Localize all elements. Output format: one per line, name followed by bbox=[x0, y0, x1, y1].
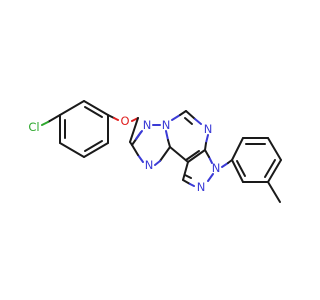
bond bbox=[182, 161, 189, 181]
bond bbox=[205, 134, 209, 144]
bond bbox=[41, 121, 49, 126]
bond bbox=[169, 146, 189, 163]
bond bbox=[167, 139, 171, 148]
bond bbox=[187, 149, 206, 163]
chlorophenyl-ring bbox=[59, 100, 109, 158]
atom-label-cl: Cl bbox=[28, 120, 39, 134]
molecule-structure: Cl O N N N N N N bbox=[28, 100, 282, 203]
bond bbox=[83, 100, 109, 116]
bond bbox=[267, 159, 282, 183]
bond bbox=[221, 162, 229, 168]
bond bbox=[231, 137, 244, 161]
double-bond bbox=[184, 117, 193, 125]
bond bbox=[207, 173, 214, 182]
double-bond bbox=[185, 150, 200, 161]
tolyl-ring bbox=[231, 137, 282, 183]
bond bbox=[267, 137, 282, 161]
bond bbox=[83, 142, 109, 158]
bond bbox=[231, 159, 244, 183]
double-bond bbox=[135, 131, 142, 140]
pyrazole-ring bbox=[182, 149, 214, 187]
bond bbox=[154, 160, 161, 166]
bond bbox=[204, 149, 210, 158]
pyrimidine-ring bbox=[169, 110, 209, 163]
double-bond bbox=[236, 160, 246, 177]
atom-label-n: N bbox=[143, 118, 152, 132]
bond bbox=[182, 179, 191, 185]
double-bond bbox=[84, 140, 103, 152]
bond bbox=[107, 114, 115, 119]
bond bbox=[129, 117, 139, 143]
triazole-ring bbox=[131, 124, 171, 166]
bond bbox=[208, 156, 213, 164]
atom-label-n: N bbox=[212, 161, 221, 175]
bond bbox=[47, 114, 61, 123]
atom-label-n: N bbox=[145, 158, 154, 172]
bond bbox=[131, 144, 139, 156]
bond bbox=[194, 118, 202, 125]
bond bbox=[59, 142, 85, 158]
atom-label-n: N bbox=[162, 118, 171, 132]
bond bbox=[185, 110, 196, 120]
bond bbox=[171, 114, 181, 121]
double-bond bbox=[184, 174, 192, 179]
atom-label-o: O bbox=[120, 114, 129, 128]
bond bbox=[137, 154, 144, 163]
bond bbox=[59, 100, 85, 116]
methyl-bond bbox=[267, 181, 281, 203]
atom-label-n: N bbox=[197, 180, 206, 194]
bond bbox=[179, 110, 187, 116]
bond bbox=[113, 117, 119, 121]
atom-label-n: N bbox=[204, 122, 213, 136]
bond bbox=[204, 142, 207, 151]
bond bbox=[159, 146, 171, 162]
bond bbox=[165, 130, 169, 141]
double-bond bbox=[264, 159, 276, 178]
bond bbox=[189, 183, 195, 187]
double-bond bbox=[84, 106, 103, 118]
